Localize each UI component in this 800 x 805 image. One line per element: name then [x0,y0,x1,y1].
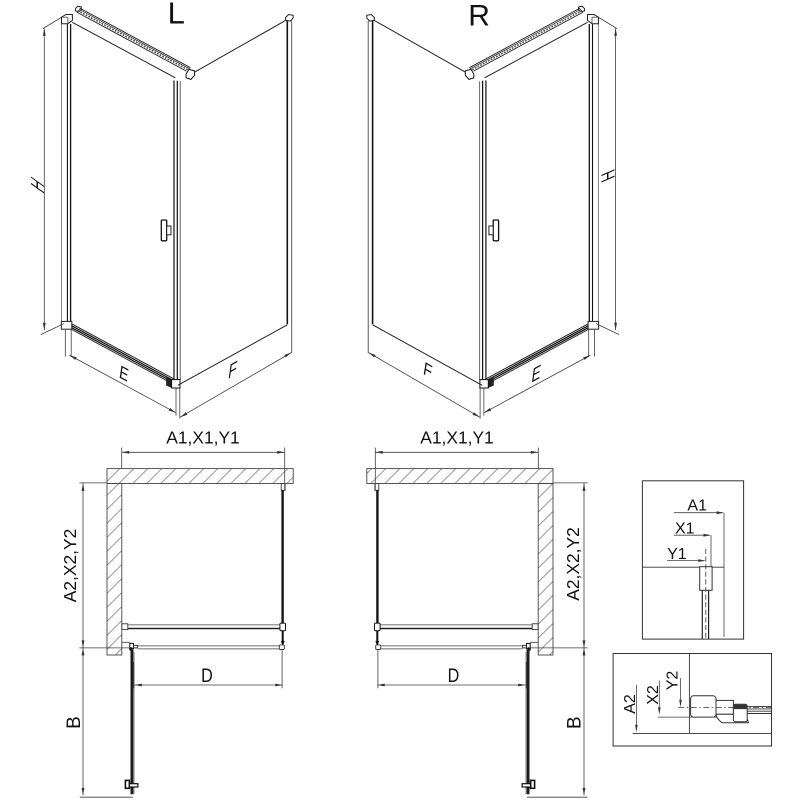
svg-text:A2,X2,Y2: A2,X2,Y2 [60,529,80,602]
svg-text:A1,X1,Y1: A1,X1,Y1 [166,428,239,448]
svg-text:E: E [532,360,541,387]
svg-text:D: D [201,665,213,687]
svg-text:F: F [423,357,432,384]
svg-text:E: E [119,360,128,387]
svg-text:B: B [64,716,85,729]
svg-text:A2,X2,Y2: A2,X2,Y2 [563,527,583,600]
svg-text:L: L [168,0,185,31]
svg-text:Y1: Y1 [667,546,687,563]
svg-text:D: D [448,665,460,687]
svg-text:B: B [565,716,586,729]
svg-text:Y2: Y2 [665,671,682,691]
svg-text:F: F [228,356,237,383]
svg-text:X2: X2 [645,685,662,705]
svg-text:X1: X1 [675,521,695,538]
svg-text:A1: A1 [687,497,707,514]
svg-text:A1,X1,Y1: A1,X1,Y1 [420,428,493,448]
svg-text:R: R [468,0,490,32]
svg-text:A2: A2 [622,694,639,714]
